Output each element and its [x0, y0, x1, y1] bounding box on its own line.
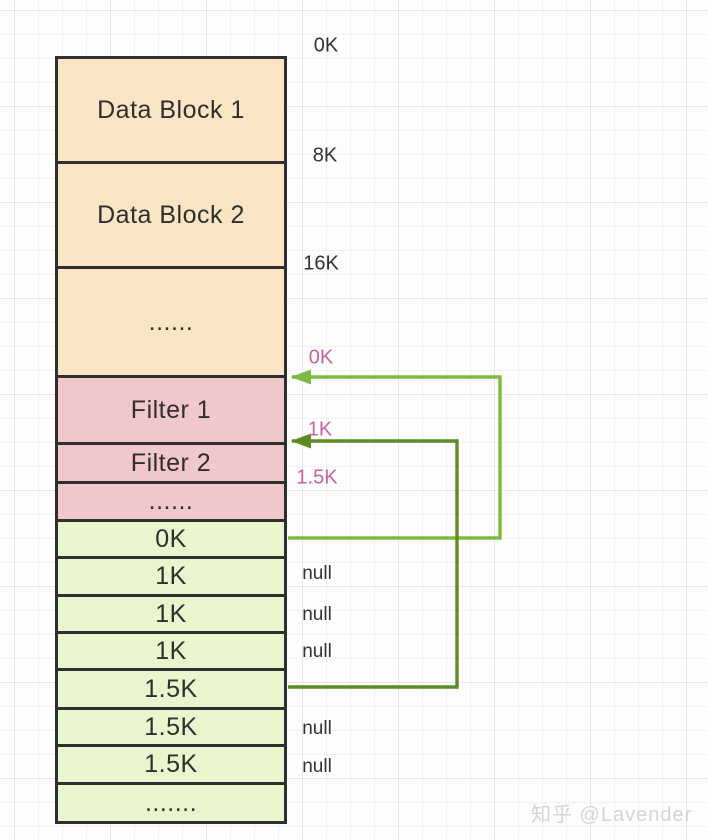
memory-block-label: Data Block 1: [97, 95, 245, 124]
memory-block-label: Data Block 2: [97, 200, 245, 229]
memory-block-label: 1K: [155, 636, 187, 665]
memory-block-label: 1K: [155, 599, 187, 628]
memory-block-label: Filter 1: [130, 395, 212, 424]
filter-offset-label-0k: 0K: [308, 346, 334, 369]
data-block-1: Data Block 1: [55, 56, 287, 164]
slot-1k-1: 1K: [55, 556, 287, 597]
memory-block-label: Filter 2: [130, 448, 212, 477]
null-label-2: null: [302, 604, 332, 625]
slot-1k-3: 1K: [55, 631, 287, 671]
null-label-5: null: [302, 756, 332, 777]
filter-2: Filter 2: [55, 442, 287, 484]
watermark: 知乎 @Lavender: [531, 804, 693, 826]
memory-block-label: ......: [148, 307, 194, 336]
memory-block-label: 1.5K: [144, 750, 198, 778]
offset-label-8k: 8K: [312, 144, 338, 167]
null-label-4: null: [302, 718, 332, 739]
memory-block-label: 0K: [155, 524, 187, 553]
null-label-1: null: [302, 563, 332, 584]
slot-dots: .......: [55, 782, 287, 824]
arrow-slot-0k-to-filter-1: [288, 369, 502, 540]
memory-block-label: 1.5K: [144, 712, 198, 741]
data-block-dots: ......: [55, 266, 287, 378]
memory-block-label: ......: [148, 487, 194, 515]
block-column: Data Block 1 Data Block 2 ...... Filter …: [55, 56, 287, 824]
slot-1-5k-3: 1.5K: [55, 744, 287, 785]
offset-label-16k: 16K: [303, 252, 339, 275]
filter-1: Filter 1: [55, 375, 287, 445]
memory-block-label: 1.5K: [144, 674, 198, 703]
offset-label-0k: 0K: [313, 34, 339, 57]
slot-1-5k-1: 1.5K: [55, 668, 287, 710]
filter-offset-label-1-5k: 1.5K: [296, 466, 338, 489]
filter-offset-label-1k: 1K: [307, 418, 333, 441]
memory-block-label: .......: [144, 788, 198, 817]
slot-0k: 0K: [55, 519, 287, 559]
memory-block-label: 1K: [155, 562, 187, 590]
null-label-3: null: [302, 641, 332, 662]
slot-1-5k-2: 1.5K: [55, 707, 287, 747]
slot-1k-2: 1K: [55, 594, 287, 634]
filter-dots: ......: [55, 481, 287, 522]
data-block-2: Data Block 2: [55, 161, 287, 269]
